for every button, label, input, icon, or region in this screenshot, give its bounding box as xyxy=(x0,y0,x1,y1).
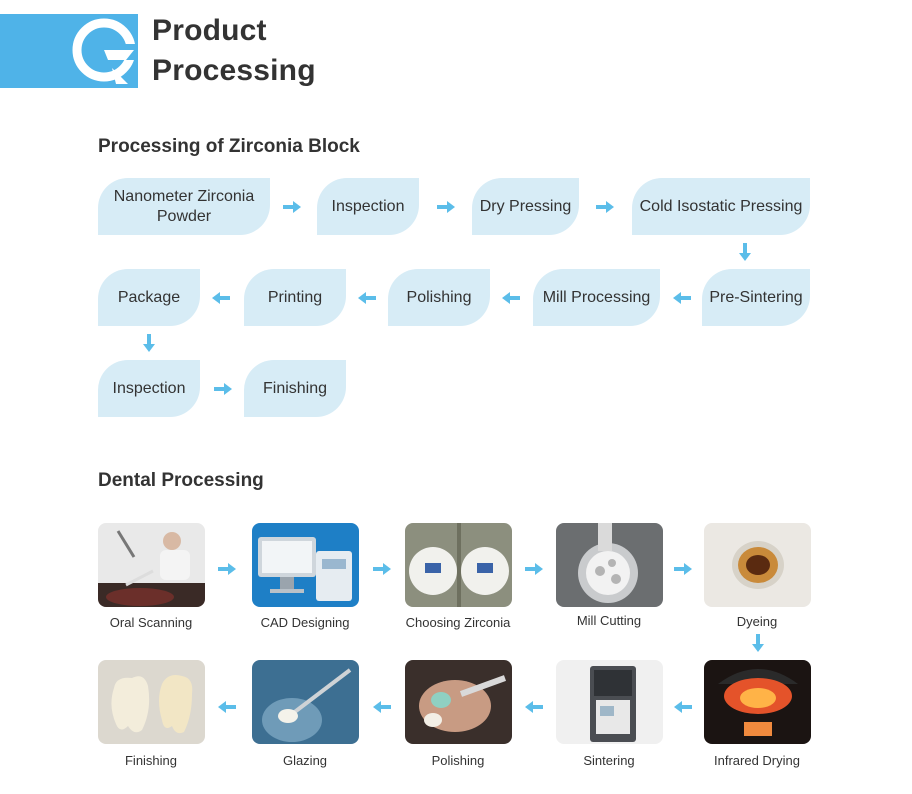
zirconia-step: Pre-Sintering xyxy=(702,269,810,326)
arrow-down-icon xyxy=(143,334,155,352)
dental-step-caption: CAD Designing xyxy=(260,615,350,630)
dental-step-caption: Glazing xyxy=(282,753,328,768)
arrow-right-icon xyxy=(596,201,614,213)
arrow-left-icon xyxy=(525,701,543,713)
dental-section-title: Dental Processing xyxy=(98,470,264,491)
arrow-down-icon xyxy=(739,243,751,261)
arrow-right-icon xyxy=(525,563,543,575)
arrow-right-icon xyxy=(218,563,236,575)
polishing-photo xyxy=(405,660,512,744)
choosing-zirconia-photo xyxy=(405,523,512,607)
dental-step-caption: Sintering xyxy=(583,753,635,768)
oral-scanning-photo xyxy=(98,523,205,607)
arrow-left-icon xyxy=(358,292,376,304)
mill-cutting-photo xyxy=(556,523,663,607)
arrow-left-icon xyxy=(502,292,520,304)
cad-designing-photo xyxy=(252,523,359,607)
dental-step-caption: Dyeing xyxy=(736,614,778,629)
arrow-left-icon xyxy=(373,701,391,713)
zirconia-step: Polishing xyxy=(388,269,490,326)
zirconia-step: Inspection xyxy=(98,360,200,417)
glazing-photo xyxy=(252,660,359,744)
zirconia-step: Printing xyxy=(244,269,346,326)
zirconia-step: Nanometer Zirconia Powder xyxy=(98,178,270,235)
dyeing-photo xyxy=(704,523,811,607)
arrow-right-icon xyxy=(283,201,301,213)
arrow-left-icon xyxy=(212,292,230,304)
dental-step-caption: Oral Scanning xyxy=(109,615,193,630)
dental-step-caption: Infrared Drying xyxy=(714,753,800,768)
page-title-line1: Product xyxy=(152,14,267,47)
logo xyxy=(0,14,138,88)
dental-step-caption: Mill Cutting xyxy=(576,613,642,628)
sintering-photo xyxy=(556,660,663,744)
zirconia-step: Mill Processing xyxy=(533,269,660,326)
zirconia-step: Package xyxy=(98,269,200,326)
arrow-left-icon xyxy=(218,701,236,713)
arrow-left-icon xyxy=(674,701,692,713)
arrow-down-icon xyxy=(752,634,764,652)
infrared-drying-photo xyxy=(704,660,811,744)
zirconia-step: Dry Pressing xyxy=(472,178,579,235)
arrow-left-icon xyxy=(673,292,691,304)
page-title-line2: Processing xyxy=(152,54,316,87)
dental-step-caption: Choosing Zirconia xyxy=(405,615,511,630)
dental-step-caption: Polishing xyxy=(431,753,485,768)
zirconia-step: Inspection xyxy=(317,178,419,235)
arrow-right-icon xyxy=(373,563,391,575)
zirconia-step: Finishing xyxy=(244,360,346,417)
logo-icon xyxy=(72,18,138,84)
finishing-photo xyxy=(98,660,205,744)
arrow-right-icon xyxy=(437,201,455,213)
zirconia-step: Cold Isostatic Pressing xyxy=(632,178,810,235)
zirconia-section-title: Processing of Zirconia Block xyxy=(98,136,360,157)
arrow-right-icon xyxy=(674,563,692,575)
dental-step-caption: Finishing xyxy=(124,753,178,768)
arrow-right-icon xyxy=(214,383,232,395)
